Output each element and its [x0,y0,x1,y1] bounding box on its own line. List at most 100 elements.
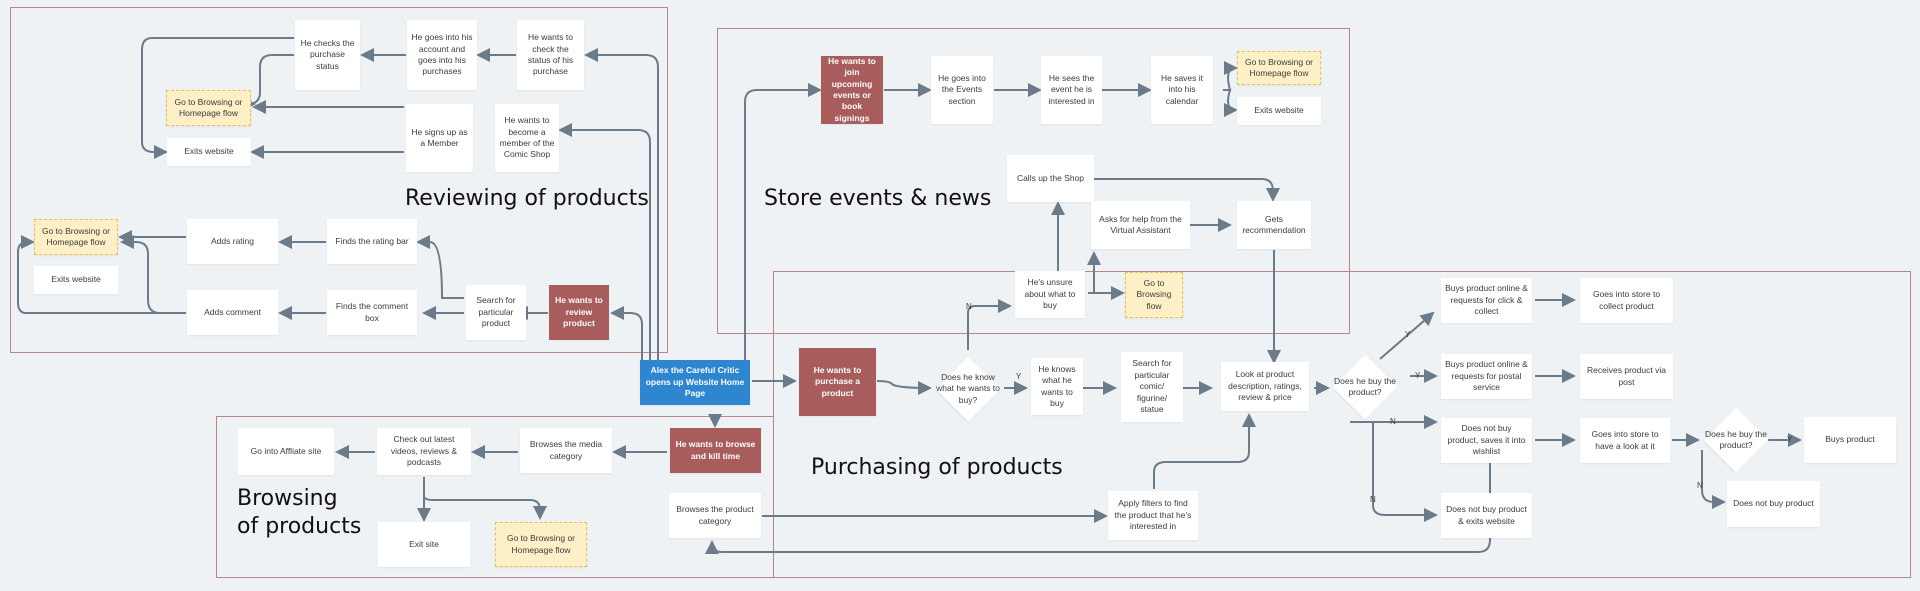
purchase-goes-store-node[interactable]: Goes into store to have a look at it [1580,418,1670,463]
purchase-filters-node[interactable]: Apply filters to find the product that h… [1108,491,1198,540]
browse-affiliate-node[interactable]: Go into Affliate site [238,428,334,475]
purchase-look-node[interactable]: Look at product description, ratings, re… [1221,362,1309,411]
edge-label-n: N [1697,481,1703,490]
browse-media-node[interactable]: Browses the media category [520,428,612,473]
review-search-node[interactable]: Search for particular product [466,285,526,340]
review-exits-2-node[interactable]: Exits website [34,266,118,294]
review-wants-member-label: He wants to become a member of the Comic… [499,115,555,160]
review-exits-node[interactable]: Exits website [167,138,251,166]
review-checks-status-label: He checks the purchase status [300,37,355,71]
review-wants-check-node[interactable]: He wants to check the status of his purc… [517,20,584,90]
review-finds-comment-label: Finds the comment box [335,301,409,323]
purchase-buy-click-node[interactable]: Buys product online & requests for click… [1441,278,1532,323]
events-saves-label: He saves it into his calendar [1160,72,1204,106]
review-adds-comment-node[interactable]: Adds comment [187,290,278,335]
purchase-buy-postal-node[interactable]: Buys product online & requests for posta… [1441,354,1532,399]
review-goto-browsing-2-label: Go to Browsing or Homepage flow [41,225,111,247]
review-goes-account-label: He goes into his account and goes into h… [411,32,473,77]
edge-label-y: Y [1016,372,1022,381]
purchase-unsure-label: He's unsure about what to buy [1024,277,1076,311]
browse-media-label: Browses the media category [529,439,603,461]
purchase-knows-node[interactable]: He knows what he wants to buy [1031,358,1083,415]
review-finds-rating-label: Finds the rating bar [335,235,409,246]
review-search-label: Search for particular product [476,295,516,329]
edge-label-n: N [1370,495,1376,504]
purchase-buys-node[interactable]: Buys product [1804,417,1896,463]
browse-goto-browsing-node[interactable]: Go to Browsing or Homepage flow [495,522,587,567]
review-exits-2-label: Exits website [51,274,101,285]
events-goto-browsing-node[interactable]: Go to Browsing or Homepage flow [1237,51,1321,85]
purchase-buy-decision-2-label: Does he buy the product? [1705,428,1767,450]
purchase-wishlist-node[interactable]: Does not buy product, saves it into wish… [1441,418,1532,463]
browse-exit-label: Exit site [409,538,439,549]
purchase-gets-rec-node[interactable]: Gets recommendation [1237,201,1311,249]
purchase-collect-node[interactable]: Goes into store to collect product [1580,278,1673,323]
events-exits-node[interactable]: Exits website [1237,97,1321,125]
purchase-buy-decision-label: Does he buy the product? [1334,375,1396,397]
review-goto-browsing-label: Go to Browsing or Homepage flow [174,96,243,118]
zone-label-events: Store events & news [764,186,992,211]
purchase-not-exits-node[interactable]: Does not buy product & exits website [1441,493,1532,538]
zone-label-browsing: Browsing of products [237,486,362,539]
review-goto-browsing-2-node[interactable]: Go to Browsing or Homepage flow [34,219,118,255]
edge-label-y: Y [1787,435,1793,444]
browse-checkout-label: Check out latest videos, reviews & podca… [390,434,458,468]
zone-reviewing [10,7,668,353]
events-wants-join-label: He wants to join upcoming events or book… [828,55,876,123]
review-checks-status-node[interactable]: He checks the purchase status [295,20,360,90]
purchase-buy-decision[interactable]: Does he buy the product? [1332,354,1398,420]
events-sees-event-node[interactable]: He sees the event he is interested in [1041,56,1102,124]
purchase-goto-browsing-node[interactable]: Go to Browsing flow [1125,272,1183,318]
zone-events [717,28,1350,334]
purchase-goes-store-label: Goes into store to have a look at it [1591,429,1659,451]
review-adds-comment-label: Adds comment [204,306,261,317]
review-goto-browsing-node[interactable]: Go to Browsing or Homepage flow [166,90,251,126]
edge-label-y: Y [1415,371,1421,380]
browse-checkout-node[interactable]: Check out latest videos, reviews & podca… [377,428,471,475]
edge-label-n: N [966,302,972,311]
browse-product-category-node[interactable]: Browses the product category [669,493,761,538]
purchase-receives-node[interactable]: Receives product via post [1580,354,1673,399]
start-node[interactable]: Alex the Careful Critic opens up Website… [640,360,750,405]
zone-label-reviewing: Reviewing of products [405,186,649,211]
purchase-wants-purchase-label: He wants to purchase a product [813,364,862,398]
purchase-buy-decision-2[interactable]: Does he buy the product? [1703,407,1769,473]
purchase-calls-shop-label: Calls up the Shop [1016,172,1085,183]
browse-exit-node[interactable]: Exit site [378,522,470,567]
events-sees-event-label: He sees the event he is interested in [1048,72,1095,106]
purchase-wants-purchase-node[interactable]: He wants to purchase a product [799,348,876,416]
purchase-not-buy-node[interactable]: Does not buy product [1727,481,1820,527]
browse-wants-browse-node[interactable]: He wants to browse and kill time [670,428,761,473]
purchase-search-label: Search for particular comic/ figurine/ s… [1132,358,1172,415]
review-wants-review-node[interactable]: He wants to review product [549,285,609,340]
browse-affiliate-label: Go into Affliate site [250,445,322,456]
purchase-filters-label: Apply filters to find the product that h… [1114,498,1192,532]
browse-goto-browsing-label: Go to Browsing or Homepage flow [506,533,576,555]
zone-browsing [216,416,774,578]
review-finds-comment-node[interactable]: Finds the comment box [327,290,417,335]
purchase-calls-shop-node[interactable]: Calls up the Shop [1007,155,1094,202]
events-section-label: He goes into the Events section [938,72,986,106]
purchase-asks-help-node[interactable]: Asks for help from the Virtual Assistant [1091,201,1190,249]
purchase-receives-label: Receives product via post [1587,365,1666,387]
review-signs-up-label: He signs up as a Member [411,126,468,148]
review-wants-member-node[interactable]: He wants to become a member of the Comic… [495,104,559,172]
purchase-knows-decision[interactable]: Does he know what he wants to buy? [935,356,1001,422]
review-goes-account-node[interactable]: He goes into his account and goes into h… [407,20,477,90]
review-exits-label: Exits website [184,146,234,157]
purchase-buy-postal-label: Buys product online & requests for posta… [1445,359,1528,393]
review-finds-rating-node[interactable]: Finds the rating bar [327,219,417,264]
purchase-search-node[interactable]: Search for particular comic/ figurine/ s… [1121,352,1183,422]
review-adds-rating-node[interactable]: Adds rating [187,219,278,264]
events-wants-join-node[interactable]: He wants to join upcoming events or book… [821,56,883,124]
browse-wants-browse-label: He wants to browse and kill time [675,439,756,461]
browse-product-category-label: Browses the product category [676,504,754,526]
purchase-unsure-node[interactable]: He's unsure about what to buy [1015,271,1085,318]
events-saves-node[interactable]: He saves it into his calendar [1151,56,1213,124]
edge-label-y: Y [1405,330,1411,339]
purchase-gets-rec-label: Gets recommendation [1242,213,1306,235]
events-section-node[interactable]: He goes into the Events section [931,56,993,124]
review-signs-up-node[interactable]: He signs up as a Member [406,104,473,172]
